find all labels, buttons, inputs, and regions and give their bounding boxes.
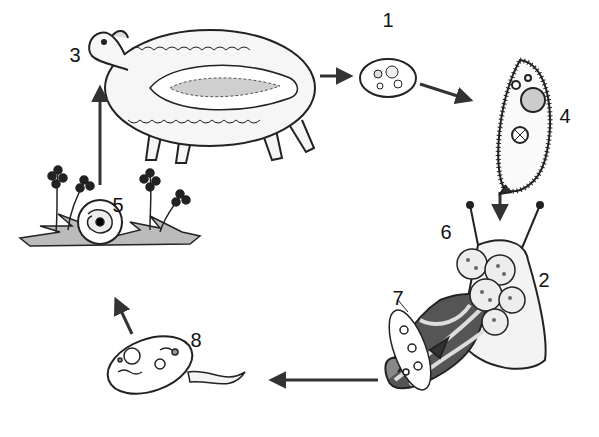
sporocyst bbox=[381, 300, 440, 395]
rediae bbox=[457, 249, 525, 335]
callout-number: 5 bbox=[112, 195, 123, 215]
callout-number: 2 bbox=[538, 270, 549, 290]
callout-number: 3 bbox=[69, 45, 80, 65]
callout-number: 7 bbox=[392, 288, 403, 308]
cercaria bbox=[100, 326, 245, 405]
callout-number: 1 bbox=[382, 10, 393, 30]
grass-metacercaria bbox=[20, 166, 200, 246]
callout-number: 8 bbox=[190, 330, 201, 350]
callout-number: 4 bbox=[559, 106, 570, 126]
egg bbox=[360, 59, 416, 97]
miracidium bbox=[498, 60, 550, 194]
sheep bbox=[89, 30, 315, 163]
callout-number: 6 bbox=[440, 222, 451, 242]
